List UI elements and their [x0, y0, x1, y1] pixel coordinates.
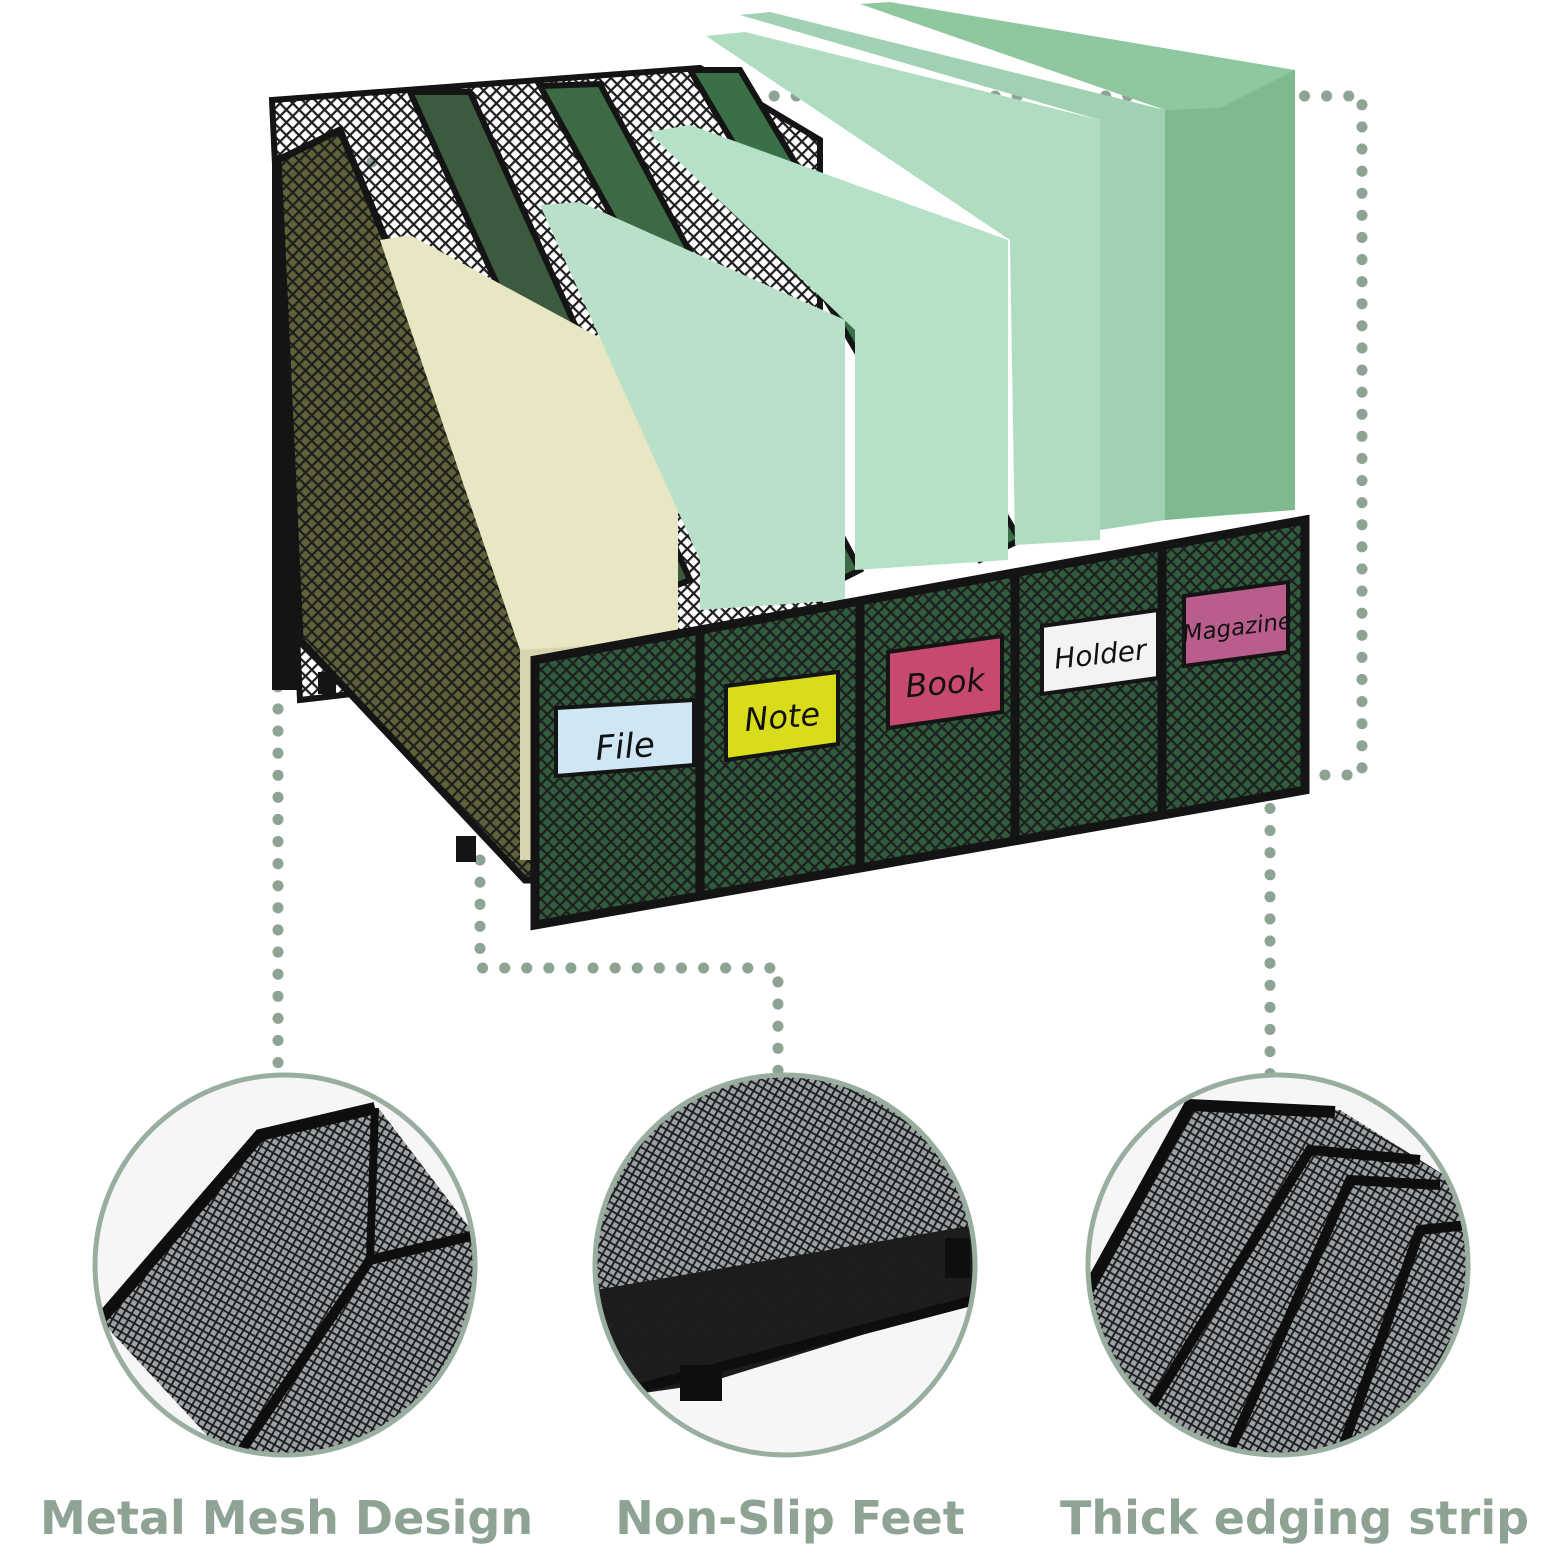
label-holder: Holder: [1040, 607, 1160, 697]
file-organizer: [268, 2, 1310, 931]
label-note: Note: [724, 669, 840, 763]
bin-labels: File Note Book Holder Magazine: [554, 579, 1293, 779]
caption-metal-mesh: Metal Mesh Design: [40, 1491, 534, 1545]
label-magazine: Magazine: [1181, 579, 1293, 669]
caption-thick-edging: Thick edging strip: [1060, 1491, 1530, 1545]
label-book: Book: [886, 633, 1004, 731]
detail-circle-edging: [1085, 1072, 1471, 1458]
detail-circle-mesh: [92, 1072, 478, 1458]
label-file: File: [554, 697, 696, 779]
label-note-text: Note: [743, 695, 822, 739]
caption-non-slip-feet: Non-Slip Feet: [615, 1491, 965, 1545]
label-file-text: File: [594, 725, 656, 769]
label-book-text: Book: [904, 660, 988, 705]
detail-circle-feet: [592, 1072, 978, 1458]
